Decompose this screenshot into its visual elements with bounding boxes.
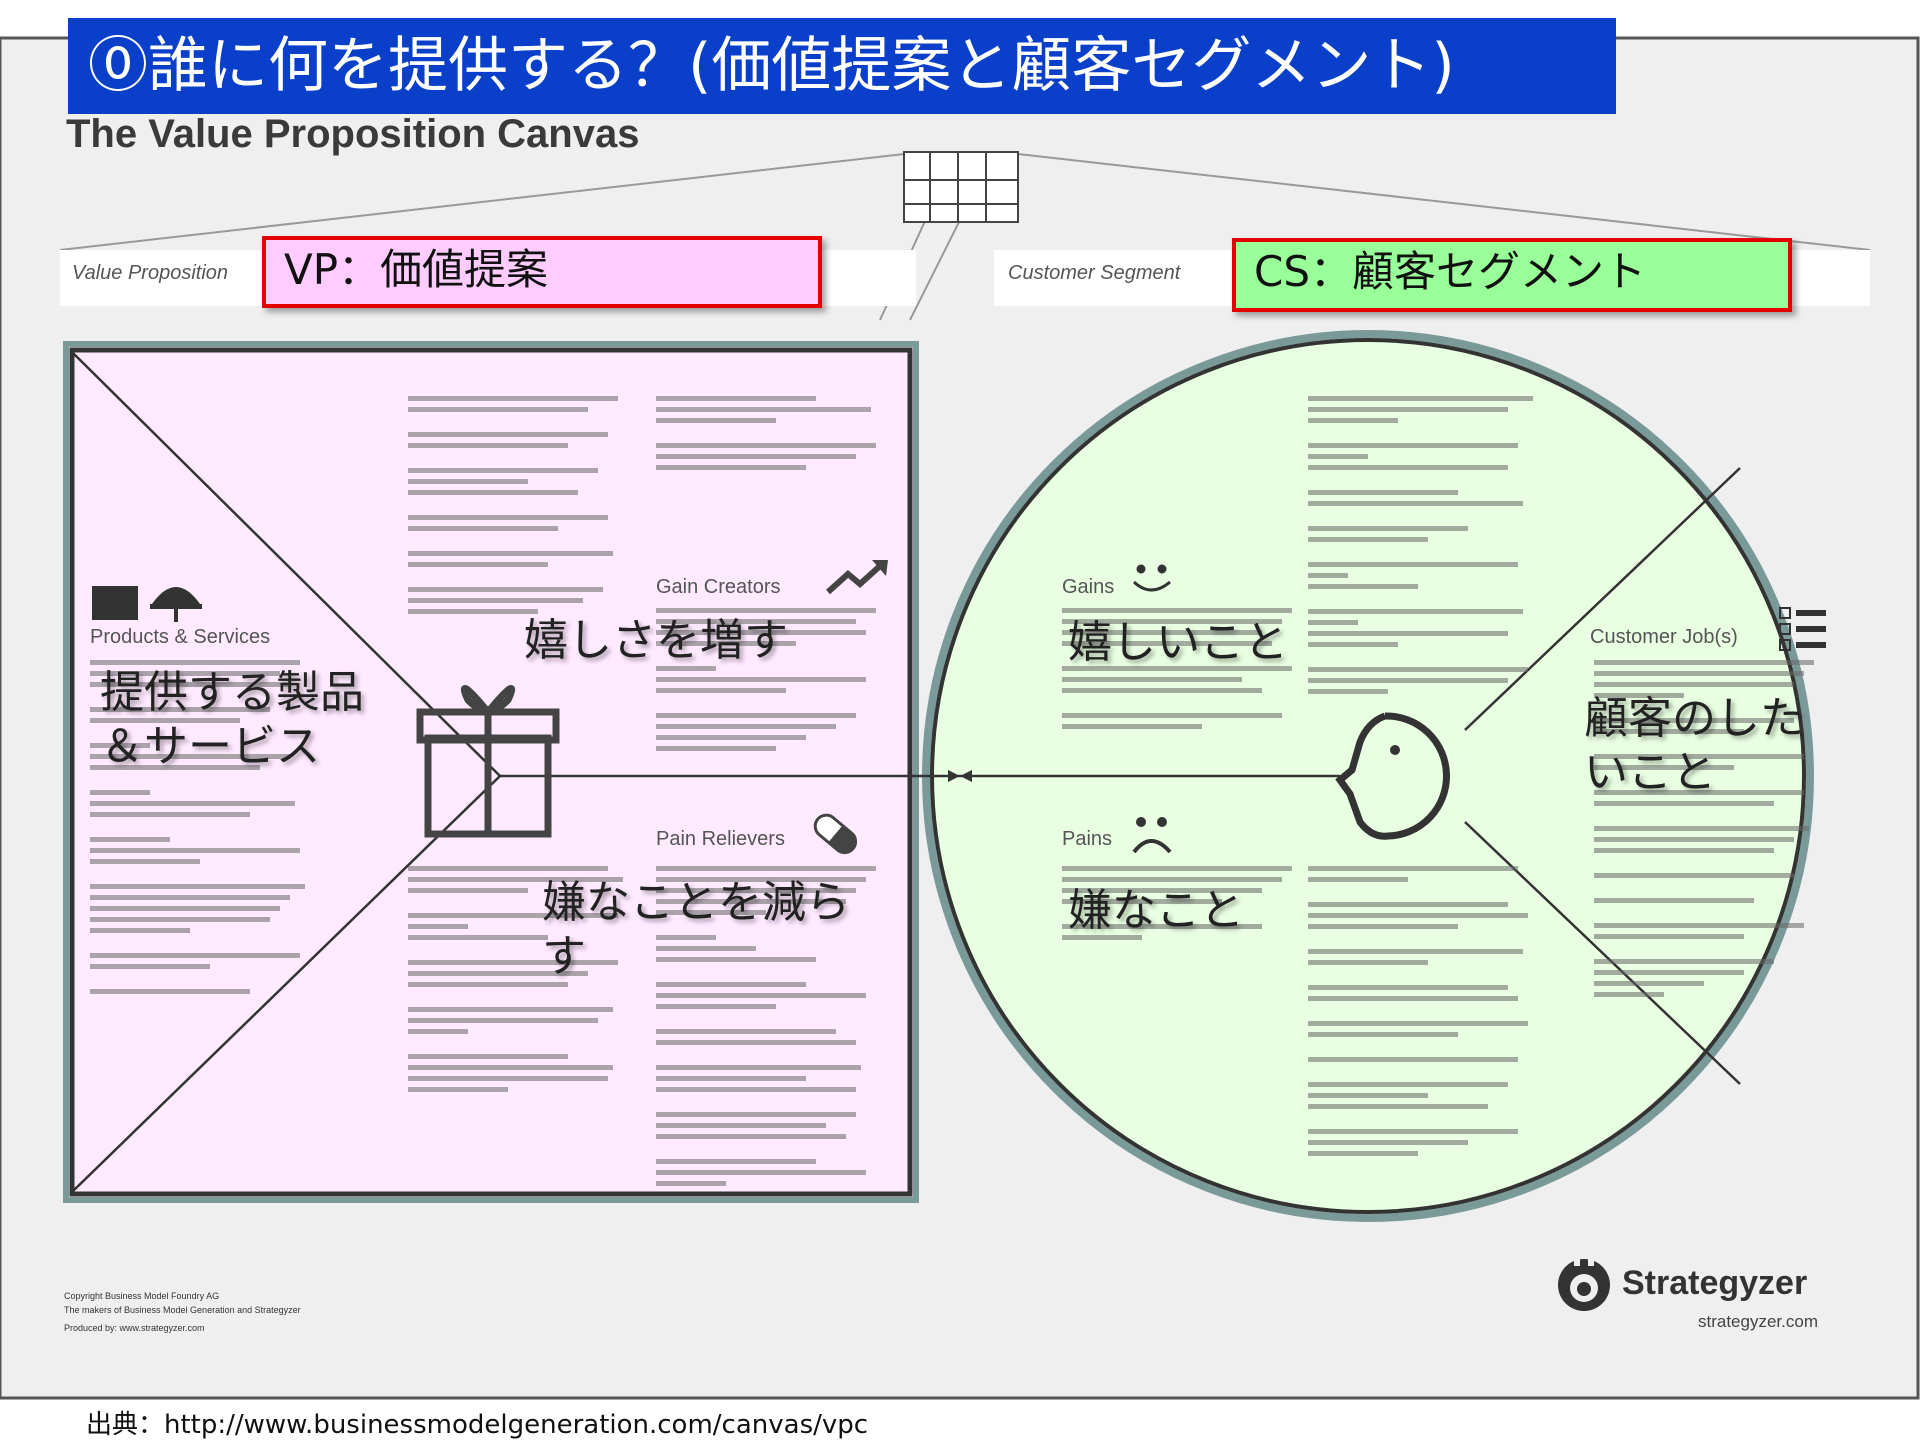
pain-relievers-description xyxy=(656,866,886,1192)
canvas-title: The Value Proposition Canvas xyxy=(66,112,640,156)
copyright-line-1: Copyright Business Model Foundry AG xyxy=(64,1291,220,1301)
fit-arrows xyxy=(910,770,994,782)
products-services-overlay: 提供する製品＆サービス xyxy=(100,667,364,772)
strategyzer-logo-text: Strategyzer xyxy=(1622,1264,1808,1302)
customer-jobs-description xyxy=(1594,660,1824,1003)
pain-relievers-label: Pain Relievers xyxy=(656,828,785,850)
pains-overlay: 嫌なこと xyxy=(1068,885,1244,936)
cs-dividers xyxy=(994,467,1741,1085)
products-services-description xyxy=(90,660,310,1000)
customer-jobs-label: Customer Job(s) xyxy=(1590,626,1738,648)
cloche-icon xyxy=(150,587,202,622)
gain-creators-overlay: 嬉しさを増す xyxy=(524,615,788,666)
gift-icon xyxy=(416,685,560,838)
gain-creators-questions xyxy=(408,396,630,620)
pain-relievers-questions xyxy=(408,866,630,1098)
product-box-icon xyxy=(92,586,138,620)
customer-segment-strip-label: Customer Segment xyxy=(1008,262,1181,284)
smile-icon xyxy=(1132,564,1171,592)
cs-callout: CS：顧客セグメント xyxy=(1232,238,1792,312)
gains-overlay: 嬉しいこと xyxy=(1068,617,1288,668)
face-icon xyxy=(1335,712,1450,840)
gains-description xyxy=(1062,608,1302,735)
checklist-icon xyxy=(1779,607,1826,651)
strategyzer-logo-icon xyxy=(1558,1256,1610,1311)
gain-creators-label: Gain Creators xyxy=(656,576,781,598)
page-title: ⓪誰に何を提供する？(価値提案と顧客セグメント) xyxy=(68,18,1616,114)
gains-label: Gains xyxy=(1062,576,1115,598)
gain-creators-notes xyxy=(656,396,886,476)
pains-label: Pains xyxy=(1062,828,1113,850)
pill-icon xyxy=(813,813,858,855)
gains-questions xyxy=(1308,396,1538,700)
pains-questions xyxy=(1308,866,1538,1162)
vp-dividers xyxy=(71,351,910,1193)
gain-creators-description xyxy=(656,608,886,757)
copyright-line-2: The makers of Business Model Generation … xyxy=(64,1305,301,1315)
value-proposition-strip-label: Value Proposition xyxy=(72,262,229,284)
vp-callout: VP：価値提案 xyxy=(262,236,822,308)
produced-by: Produced by: www.strategyzer.com xyxy=(64,1323,205,1333)
strategyzer-url: strategyzer.com xyxy=(1698,1312,1818,1331)
products-services-label: Products & Services xyxy=(90,626,271,648)
canvas-thumbnail-icon xyxy=(903,151,1019,223)
frown-icon xyxy=(1132,817,1172,854)
source-citation: 出典：http://www.businessmodelgeneration.co… xyxy=(86,1410,869,1440)
pain-relievers-overlay: 嫌なことを減らす xyxy=(542,877,850,982)
pains-description xyxy=(1062,866,1302,946)
customer-jobs-overlay: 顧客のしたいこと xyxy=(1584,693,1804,798)
chart-up-icon xyxy=(825,560,888,595)
